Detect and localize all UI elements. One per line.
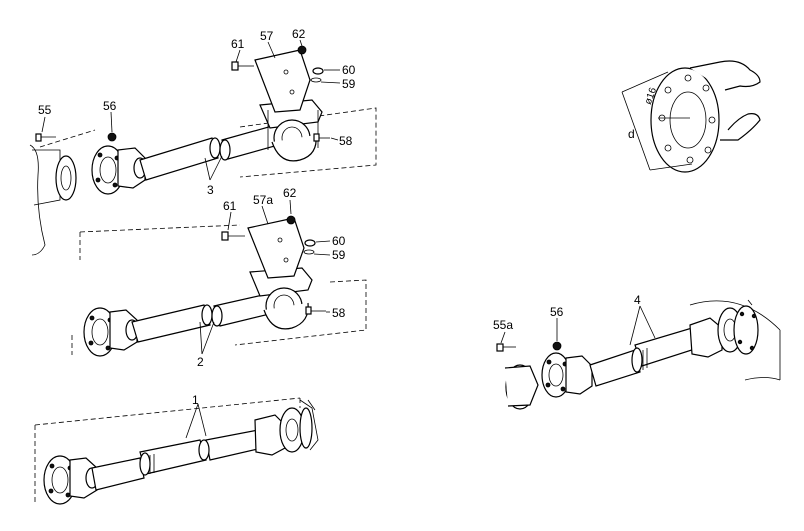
label-4: 4 [634,293,641,307]
label-2: 2 [197,355,204,369]
shaft-tube-3 [139,122,290,181]
bolt-58 [313,133,330,142]
shaft-tube-4 [589,327,699,387]
bolt-61-mid [221,231,245,241]
bolt-61 [231,61,254,71]
companion-flange-55a [496,343,539,410]
flange-yoke-3 [91,145,147,195]
nut-62-mid [286,215,296,225]
assembly-2 [71,199,367,357]
label-62-top: 62 [292,27,306,41]
label-55a: 55a [493,318,513,332]
nut-56 [107,132,117,142]
nut-62 [297,45,307,55]
label-3: 3 [207,183,214,197]
label-d: d [628,127,635,141]
label-61-top: 61 [231,37,245,51]
washer-59 [310,77,322,83]
washer-60-mid [304,239,316,247]
label-56-top: 56 [103,99,117,113]
shaft-tube-1 [91,429,263,491]
bolt-58-mid [305,306,326,315]
assembly-4 [496,299,781,410]
rear-yoke-flange-4 [689,299,759,358]
label-1: 1 [192,393,199,407]
bolt-55 [35,133,56,142]
label-62-mid: 62 [283,186,297,200]
label-55: 55 [38,103,52,117]
rear-yoke-flange-1 [254,399,319,456]
shaft-tube-2 [131,291,283,343]
label-61-mid: 61 [223,199,237,213]
bracket-57a [247,217,305,279]
label-58-top: 58 [339,134,353,148]
washer-59-mid [303,249,315,255]
bracket-57 [254,49,311,113]
assembly-3 [29,39,377,256]
assembly-1 [34,397,319,505]
label-59-mid: 59 [332,248,346,262]
label-60-mid: 60 [332,234,346,248]
label-60-top: 60 [342,63,356,77]
label-59-top: 59 [342,77,356,91]
washer-60 [312,67,324,75]
label-58-mid: 58 [332,306,346,320]
flange-yoke-2 [83,307,139,357]
label-57a: 57a [253,193,273,207]
label-57: 57 [260,29,274,43]
flange-yoke-4 [541,352,593,398]
flange-detail [621,60,761,173]
label-56-right: 56 [550,305,564,319]
flange-yoke-1 [43,455,99,505]
nut-56-right [552,341,562,351]
left-flange-partial [29,144,77,256]
